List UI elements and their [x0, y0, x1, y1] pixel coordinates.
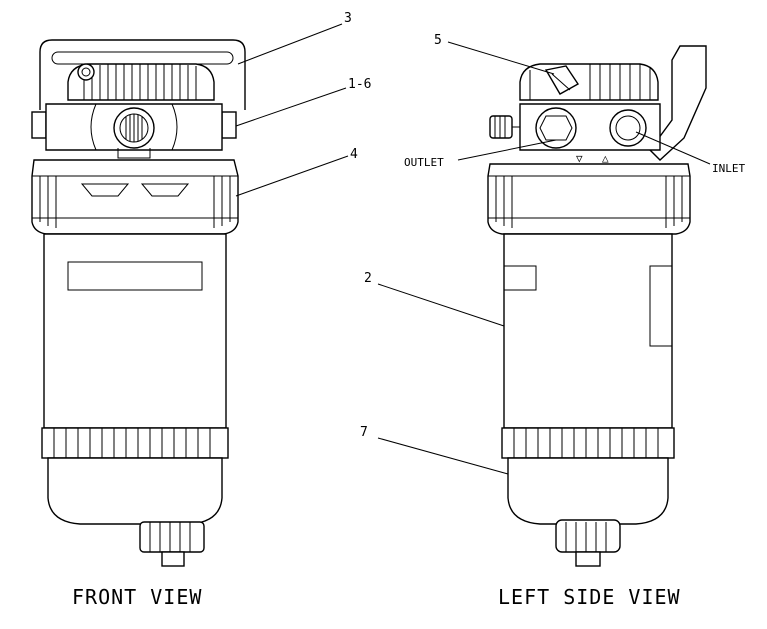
outlet-label: OUTLET: [404, 156, 444, 169]
front-view-title: FRONT VIEW: [72, 585, 202, 609]
callout-7: 7: [360, 425, 368, 440]
leader-5: [447, 41, 555, 75]
callout-3: 3: [344, 11, 352, 26]
leader-7: [377, 437, 509, 475]
side-filter-element-body: [503, 233, 673, 429]
leader-lines: [235, 23, 711, 475]
callout-1-6: 1-6: [348, 77, 371, 92]
left-side-view-drawing: ▽ △: [487, 45, 707, 567]
side-mounting-bracket: [649, 45, 707, 161]
callout-4: 4: [350, 147, 358, 162]
leader-outlet: [457, 139, 557, 161]
front-drain-valve: [139, 521, 205, 567]
front-lower-ring: [41, 427, 229, 459]
outlet-flow-arrow: ▽: [576, 152, 583, 165]
side-top-cap: [519, 63, 659, 101]
front-view-drawing: [31, 39, 246, 567]
inlet-label: INLET: [712, 162, 745, 175]
leader-2: [377, 283, 505, 327]
front-water-bowl: [47, 457, 223, 525]
side-lower-ring: [501, 427, 675, 459]
leader-3: [237, 23, 343, 65]
front-filter-head: [31, 103, 237, 159]
side-drain-valve: [555, 519, 621, 567]
inlet-flow-arrow: △: [602, 152, 609, 165]
front-filter-element-body: [43, 233, 227, 429]
left-side-view-title: LEFT SIDE VIEW: [498, 585, 681, 609]
leader-4: [235, 155, 349, 197]
labels: 3 1-6 4 5 OUTLET INLET 2 7 FRONT VIEW LE…: [72, 11, 745, 609]
side-water-bowl: [507, 457, 669, 525]
side-collar-ring: [487, 163, 691, 235]
front-collar-ring: [31, 159, 239, 235]
leader-inlet: [635, 131, 711, 165]
front-top-cap: [67, 63, 215, 101]
side-filter-head: ▽ △: [489, 103, 661, 165]
callout-2: 2: [364, 271, 372, 286]
leader-1-6: [235, 87, 347, 127]
callout-5: 5: [434, 33, 442, 48]
